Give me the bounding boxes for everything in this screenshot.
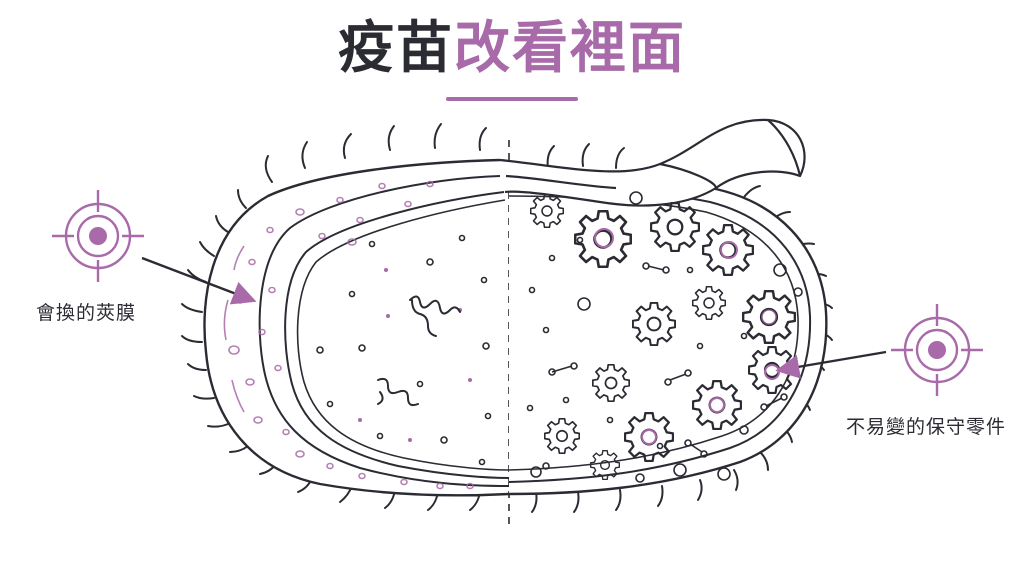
conserved-parts-label: 不易變的保守零件 [846, 416, 1007, 438]
peeling-capsule [499, 118, 806, 207]
title-part-accent: 改看裡面 [454, 16, 686, 81]
arrow-right [775, 350, 887, 379]
page-title: 疫苗改看裡面 [0, 14, 1024, 84]
target-icon-right [889, 302, 985, 398]
left-half [203, 158, 509, 497]
capsule-label: 會換的莢膜 [36, 302, 137, 324]
arrow-left [141, 256, 257, 305]
title-part-dark: 疫苗 [338, 16, 454, 81]
title-underline [446, 97, 578, 101]
target-icon-left [50, 188, 146, 284]
